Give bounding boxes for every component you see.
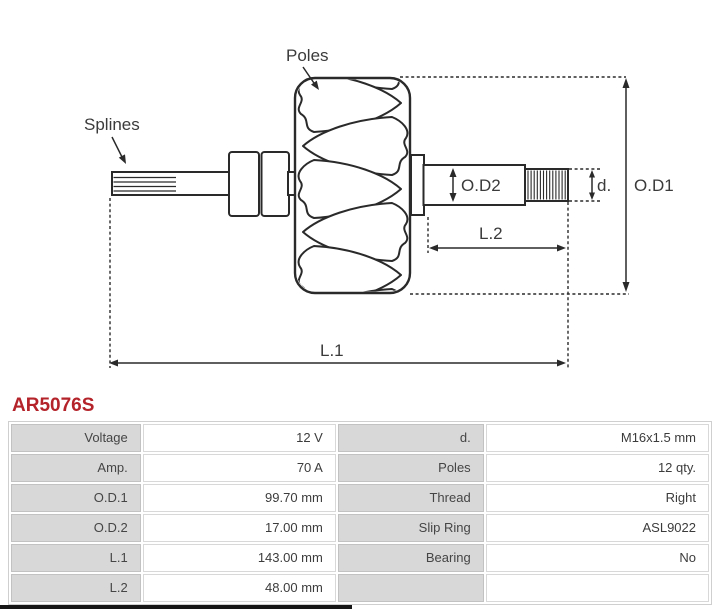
splines-label: Splines (84, 115, 140, 134)
od2-dimension (449, 168, 457, 202)
callout-arrows (111, 66, 319, 164)
l2-dimension (429, 244, 566, 252)
rotor-body (293, 76, 412, 295)
spec-label-cell (337, 574, 484, 602)
rotor-technical-diagram: Poles Splines O.D2 d. O.D1 L.2 L.1 (84, 46, 674, 368)
spec-value-cell: 12 V (142, 424, 336, 452)
shaft-collars (228, 151, 299, 217)
l1-label: L.1 (320, 341, 344, 360)
spec-value-cell: 12 qty. (485, 454, 709, 482)
spec-row: Amp. 70 A Poles 12 qty. (11, 454, 709, 482)
l2-label: L.2 (479, 224, 503, 243)
output-shaft (410, 154, 569, 216)
spec-label-cell: Voltage (11, 424, 141, 452)
spec-value-cell (485, 574, 709, 602)
spec-value-cell: 17.00 mm (142, 514, 336, 542)
spec-value-cell: 70 A (142, 454, 336, 482)
spec-value-cell: ASL9022 (485, 514, 709, 542)
spec-value-cell: M16x1.5 mm (485, 424, 709, 452)
d-label: d. (597, 176, 611, 195)
construction-lines (109, 76, 629, 368)
spec-row: L.1 143.00 mm Bearing No (11, 544, 709, 572)
spec-value-cell: 99.70 mm (142, 484, 336, 512)
spec-label-cell: L.1 (11, 544, 141, 572)
dimension-arrows (109, 78, 630, 367)
l1-dimension (109, 359, 566, 367)
rotor-diagram-svg: Poles Splines O.D2 d. O.D1 L.2 L.1 (84, 46, 674, 368)
spec-label-cell: O.D.2 (11, 514, 141, 542)
spec-value-cell: 48.00 mm (142, 574, 336, 602)
claw-poles (297, 79, 409, 292)
spec-value-cell: Right (485, 484, 709, 512)
spec-label-cell: Thread (337, 484, 484, 512)
spec-row: Voltage 12 V d. M16x1.5 mm (11, 424, 709, 452)
poles-label: Poles (286, 46, 329, 65)
spec-label-cell: d. (337, 424, 484, 452)
spec-label-cell: Poles (337, 454, 484, 482)
d-dimension (589, 170, 595, 200)
spec-row: O.D.1 99.70 mm Thread Right (11, 484, 709, 512)
thread-section (524, 168, 569, 202)
spec-label-cell: O.D.1 (11, 484, 141, 512)
spec-row: O.D.2 17.00 mm Slip Ring ASL9022 (11, 514, 709, 542)
part-number-title: AR5076S (12, 395, 95, 416)
spec-value-cell: 143.00 mm (142, 544, 336, 572)
spec-label-cell: Bearing (337, 544, 484, 572)
splined-shaft (111, 171, 232, 196)
spec-row: L.2 48.00 mm (11, 574, 709, 602)
image-bottom-border (0, 605, 352, 609)
od1-label: O.D1 (634, 176, 674, 195)
spec-label-cell: L.2 (11, 574, 141, 602)
od1-dimension (622, 78, 630, 292)
spec-value-cell: No (485, 544, 709, 572)
spec-label-cell: Amp. (11, 454, 141, 482)
spec-table: Voltage 12 V d. M16x1.5 mm Amp. 70 A Pol… (8, 421, 712, 605)
od2-label: O.D2 (461, 176, 501, 195)
spec-label-cell: Slip Ring (337, 514, 484, 542)
